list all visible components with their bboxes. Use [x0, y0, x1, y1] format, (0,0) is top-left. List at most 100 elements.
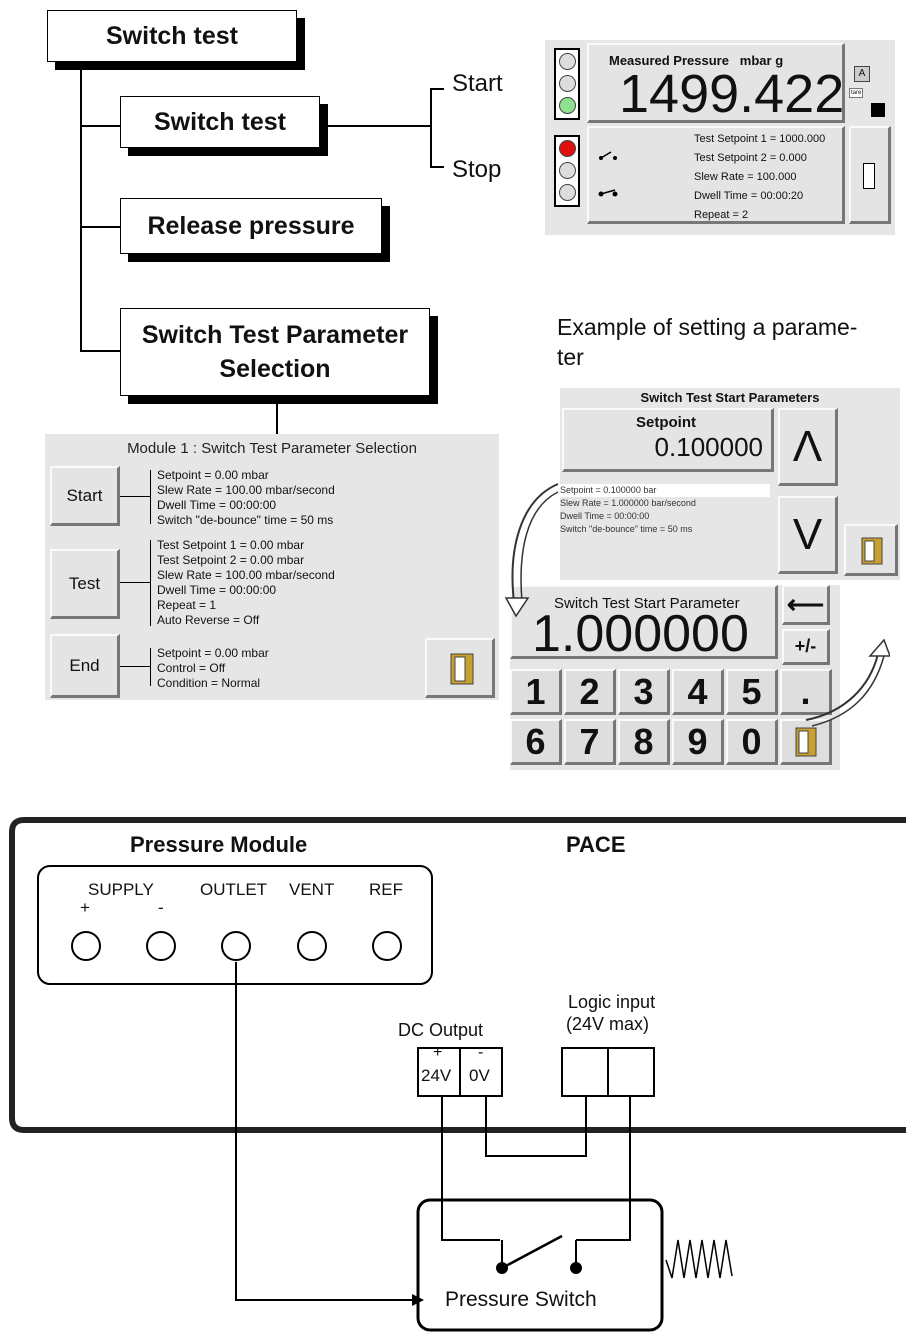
dc-plus-sign: +: [433, 1044, 443, 1061]
status-screen: Measured Pressure mbar g 1499.422 A tare…: [545, 40, 895, 235]
keypad-screen: Switch Test Start Parameter 1.000000 ⟵ +…: [510, 585, 840, 770]
exit-button[interactable]: [844, 524, 898, 576]
tree-branch-line: [80, 125, 120, 127]
bracket-line: [120, 666, 150, 667]
setpoint-label: Setpoint: [636, 414, 696, 431]
menu-parameter-selection[interactable]: Switch Test Parameter Selection: [120, 308, 430, 396]
decrement-button[interactable]: V: [778, 496, 838, 574]
increment-button[interactable]: Λ: [778, 408, 838, 486]
menu-switch-test[interactable]: Switch test: [120, 96, 320, 148]
pressure-title: Measured Pressure mbar g: [609, 53, 784, 68]
key-4[interactable]: 4: [672, 669, 724, 715]
wiring-diagram: [9, 817, 906, 1332]
tree-branch-line: [80, 226, 120, 228]
outlet-port: [221, 931, 251, 961]
menu-release-pressure[interactable]: Release pressure: [120, 198, 382, 254]
setpoint-field[interactable]: Setpoint 0.100000: [562, 408, 774, 472]
key-0[interactable]: 0: [726, 719, 778, 765]
start-parameters-screen: Switch Test Start Parameters Setpoint 0.…: [560, 388, 900, 580]
terminal-24v: 24V: [421, 1066, 452, 1085]
bracket-line: [150, 540, 151, 626]
key-1[interactable]: 1: [510, 669, 562, 715]
pace-title: PACE: [566, 832, 626, 857]
vent-label: VENT: [289, 880, 335, 899]
traffic-light-button[interactable]: [849, 126, 891, 224]
end-params-text: Setpoint = 0.00 mbar Control = Off Condi…: [157, 646, 269, 690]
key-decimal[interactable]: .: [780, 669, 832, 715]
keypad-value: 1.000000: [532, 605, 749, 663]
start-stop-bracket: [430, 88, 432, 168]
pressure-value: 1499.422: [619, 64, 845, 124]
backspace-button[interactable]: ⟵: [782, 585, 830, 625]
example-caption: Example of setting a parame- ter: [557, 314, 858, 370]
start-stop-bracket: [430, 88, 444, 90]
setpoint-lines: Test Setpoint 1 = 1000.000 Test Setpoint…: [694, 133, 826, 221]
tree-branch-line: [320, 125, 430, 127]
tree-trunk-line: [80, 60, 82, 352]
key-5[interactable]: 5: [726, 669, 778, 715]
menu-switch-test-root[interactable]: Switch test: [47, 10, 297, 62]
supply-plus-sign: +: [80, 898, 90, 917]
start-stop-bracket: [430, 166, 444, 168]
value-entry-field[interactable]: Switch Test Start Parameter 1.000000: [510, 585, 778, 663]
logic-input-max-label: (24V max): [566, 1014, 650, 1034]
keypad-title: Switch Test Start Parameter: [554, 595, 740, 612]
vent-port: [297, 931, 327, 961]
supply-minus-port: [146, 931, 176, 961]
key-7[interactable]: 7: [564, 719, 616, 765]
supply-label: SUPPLY: [88, 880, 154, 899]
start-param-list: Setpoint = 0.100000 bar Slew Rate = 1.00…: [560, 484, 770, 536]
pressure-module-title: Pressure Module: [130, 832, 308, 857]
waveform-icon: [871, 103, 885, 117]
end-button[interactable]: End: [50, 634, 120, 698]
screen-title: Module 1 : Switch Test Parameter Selecti…: [127, 440, 417, 457]
badge-a: A: [854, 66, 870, 82]
traffic-light-icon: [554, 48, 580, 120]
key-6[interactable]: 6: [510, 719, 562, 765]
start-label: Start: [452, 70, 503, 97]
pressure-switch-label: Pressure Switch: [445, 1288, 597, 1311]
start-params-text: Setpoint = 0.00 mbar Slew Rate = 100.00 …: [157, 468, 335, 527]
stop-label: Stop: [452, 156, 502, 183]
switch-state-icon: [598, 151, 618, 197]
start-params-title: Switch Test Start Parameters: [640, 390, 820, 405]
key-8[interactable]: 8: [618, 719, 670, 765]
keypad-exit-button[interactable]: [780, 719, 832, 765]
connector-line: [276, 396, 278, 434]
key-2[interactable]: 2: [564, 669, 616, 715]
supply-plus-port: [71, 931, 101, 961]
terminal-0v: 0V: [469, 1066, 490, 1085]
exit-button[interactable]: [425, 638, 495, 698]
parameter-selection-screen: Module 1 : Switch Test Parameter Selecti…: [45, 434, 499, 700]
curved-arrow-left: [504, 483, 559, 618]
curved-arrow-right: [805, 638, 890, 727]
plus-minus-button[interactable]: +/-: [782, 629, 830, 665]
traffic-light-icon: [554, 135, 580, 207]
dc-minus-sign: -: [478, 1044, 484, 1061]
setpoint-panel[interactable]: Test Setpoint 1 = 1000.000 Test Setpoint…: [587, 126, 845, 224]
key-3[interactable]: 3: [618, 669, 670, 715]
exit-door-icon: [450, 653, 474, 685]
ref-label: REF: [369, 880, 403, 899]
outlet-label: OUTLET: [200, 880, 268, 899]
test-button[interactable]: Test: [50, 549, 120, 619]
key-9[interactable]: 9: [672, 719, 724, 765]
traffic-light-icon: [863, 163, 875, 189]
supply-minus-sign: -: [158, 898, 164, 917]
start-button[interactable]: Start: [50, 466, 120, 526]
ref-port: [372, 931, 402, 961]
bracket-line: [120, 582, 150, 583]
exit-door-icon: [795, 727, 816, 756]
bracket-line: [150, 648, 151, 686]
dc-output-label: DC Output: [398, 1020, 484, 1040]
exit-door-icon: [861, 537, 883, 565]
bracket-line: [150, 470, 151, 524]
selected-param-row[interactable]: Setpoint = 0.100000 bar: [560, 484, 770, 497]
pressure-display: Measured Pressure mbar g 1499.422: [587, 43, 845, 124]
logic-input-label: Logic input: [568, 992, 656, 1012]
tare-button[interactable]: tare: [849, 88, 864, 98]
tree-branch-line: [80, 350, 120, 352]
setpoint-value: 0.100000: [654, 432, 763, 462]
bracket-line: [120, 496, 150, 497]
test-params-text: Test Setpoint 1 = 0.00 mbar Test Setpoin…: [157, 538, 335, 627]
